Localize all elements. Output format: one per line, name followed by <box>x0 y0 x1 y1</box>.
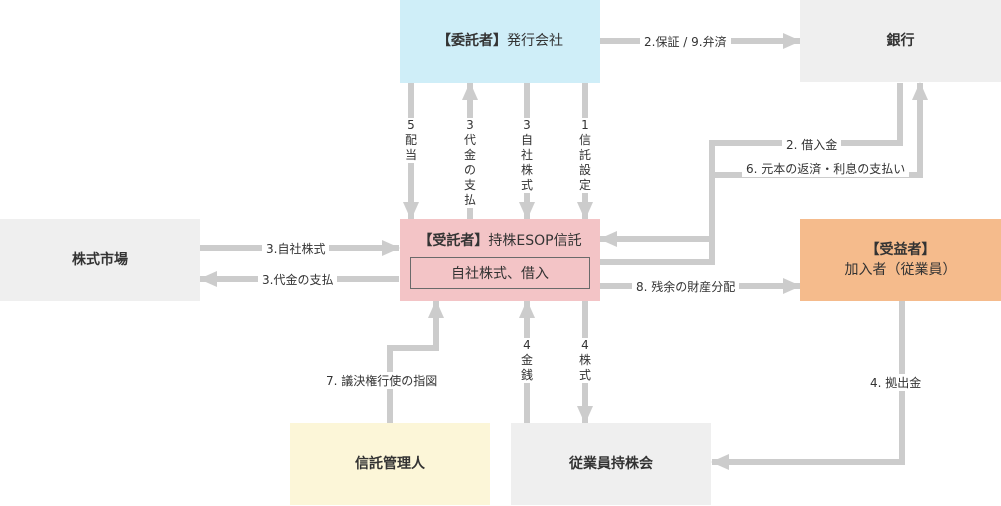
label-money-text: 金銭 <box>520 353 533 382</box>
label-pay-up-num: 3 <box>466 118 474 132</box>
market-name: 株式市場 <box>72 251 128 268</box>
arrow-voting <box>387 300 444 423</box>
label-own-stock-down-text: 自社株式 <box>520 133 533 192</box>
label-money: 4 金銭 <box>520 338 534 383</box>
beneficiary-name: 加入者（従業員） <box>844 262 957 278</box>
market-node: 株式市場 <box>0 219 200 301</box>
esop-name: 従業員持株会 <box>569 455 653 472</box>
label-trust-setup: 1 信託設定 <box>578 118 592 193</box>
label-dividend-num: 5 <box>407 118 415 132</box>
trust-name: 持株ESOP信託 <box>488 233 582 249</box>
label-own-stock-down: 3 自社株式 <box>520 118 534 193</box>
label-dividend-text: 配当 <box>404 133 417 162</box>
label-borrow: 2. 借入金 <box>782 136 842 153</box>
trust-role: 【受託者】 <box>418 233 489 249</box>
label-stock: 4 株式 <box>578 338 592 383</box>
label-money-num: 4 <box>523 338 531 352</box>
esop-node: 従業員持株会 <box>511 423 711 505</box>
label-trust-setup-text: 信託設定 <box>578 133 591 192</box>
bank-name: 銀行 <box>886 32 915 49</box>
label-trust-setup-num: 1 <box>581 118 589 132</box>
administrator-name: 信託管理人 <box>355 455 425 472</box>
label-pay-up-text: 代金の支払 <box>463 133 476 207</box>
consignor-node: 【委託者】発行会社 <box>400 0 600 83</box>
label-own-stock-down-num: 3 <box>523 118 531 132</box>
arrow-borrow <box>599 83 903 247</box>
trust-assets: 自社株式、借入 <box>451 266 549 282</box>
beneficiary-node: 【受益者】 加入者（従業員） <box>800 219 1001 301</box>
label-market-to-trust: 3.自社株式 <box>262 240 330 257</box>
label-repay: 6. 元本の返済・利息の支払い <box>742 160 910 177</box>
administrator-node: 信託管理人 <box>290 423 490 505</box>
label-stock-num: 4 <box>581 338 589 352</box>
label-contribution: 4. 拠出金 <box>866 374 926 391</box>
label-stock-text: 株式 <box>578 353 591 382</box>
beneficiary-role: 【受益者】 <box>865 241 936 258</box>
label-trust-to-market: 3.代金の支払 <box>258 271 338 288</box>
label-guarantee: 2.保証 / 9.弁済 <box>640 33 731 50</box>
arrow-repay <box>600 82 928 265</box>
consignor-name: 発行会社 <box>507 33 563 50</box>
trust-assets-box: 自社株式、借入 <box>410 257 590 289</box>
label-voting: 7. 議決権行使の指図 <box>322 372 442 389</box>
arrow-contribution <box>711 301 905 470</box>
bank-node: 銀行 <box>800 0 1001 82</box>
consignor-role: 【委託者】 <box>437 33 507 50</box>
label-residual: 8. 残余の財産分配 <box>632 278 740 295</box>
label-dividend: 5 配当 <box>404 118 418 163</box>
label-pay-up: 3 代金の支払 <box>463 118 477 208</box>
